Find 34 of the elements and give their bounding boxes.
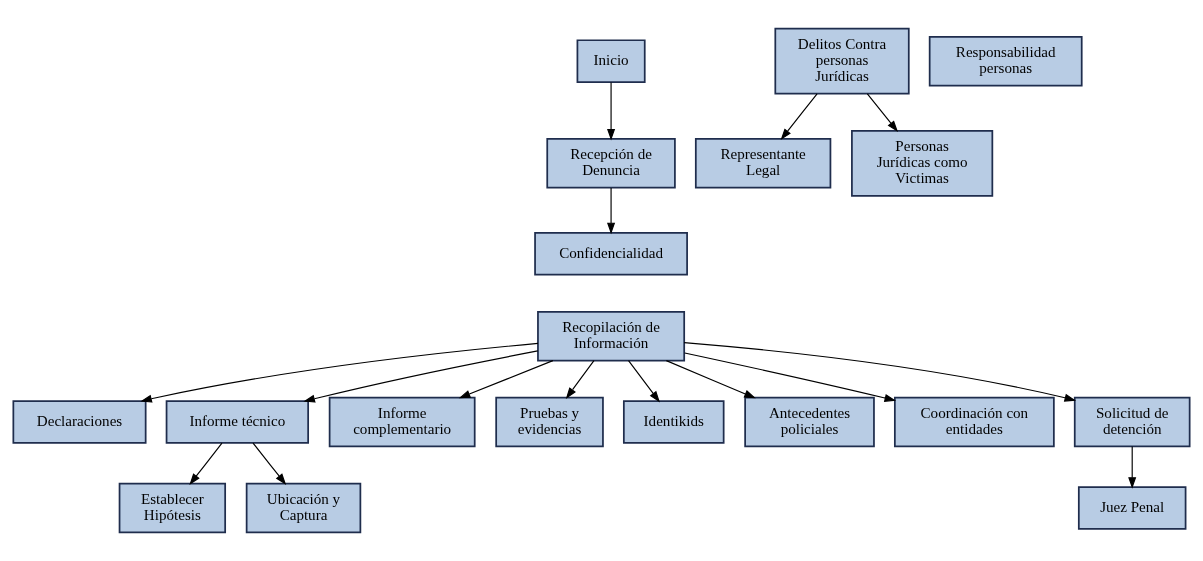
node-box: Informe técnico xyxy=(165,400,309,444)
node-box: Pruebas y evidencias xyxy=(495,396,604,448)
arrow xyxy=(1128,445,1137,489)
node-box: Recepción de Denuncia xyxy=(546,138,676,189)
arrow xyxy=(866,93,899,133)
node-box: Recopilación de Información xyxy=(537,310,686,362)
node-box: Declaraciones xyxy=(12,400,147,444)
arrow xyxy=(565,360,595,399)
arrow xyxy=(607,81,616,141)
arrow xyxy=(303,350,539,403)
node-box: Antecedentes policiales xyxy=(744,396,875,448)
node-box: Representante Legal xyxy=(694,138,832,189)
arrow xyxy=(140,342,539,403)
arrow xyxy=(458,360,554,399)
node-box: Identikids xyxy=(622,400,725,444)
node-box: Solicitud de detención xyxy=(1073,396,1191,448)
node-box: Inicio xyxy=(576,39,646,83)
arrow xyxy=(780,93,818,141)
arrow xyxy=(683,342,1077,402)
arrow xyxy=(252,442,287,485)
node-box: Personas Jurídicas como Victimas xyxy=(851,129,994,197)
node-box: Responsabilidad personas xyxy=(928,35,1083,87)
arrow xyxy=(627,360,660,403)
arrow xyxy=(607,187,616,235)
node-box: Confidencialidad xyxy=(534,232,688,276)
arrow xyxy=(665,360,756,399)
node-box: Establecer Hipótesis xyxy=(118,482,227,534)
node-box: Juez Penal xyxy=(1077,486,1187,530)
node-box: Delitos Contra personas Jurídicas xyxy=(774,27,910,95)
arrow xyxy=(684,352,897,402)
node-box: Ubicación y Captura xyxy=(245,482,362,534)
node-box: Informe complementario xyxy=(328,396,476,448)
node-box: Coordinación con entidades xyxy=(894,396,1055,448)
arrow xyxy=(189,442,223,485)
